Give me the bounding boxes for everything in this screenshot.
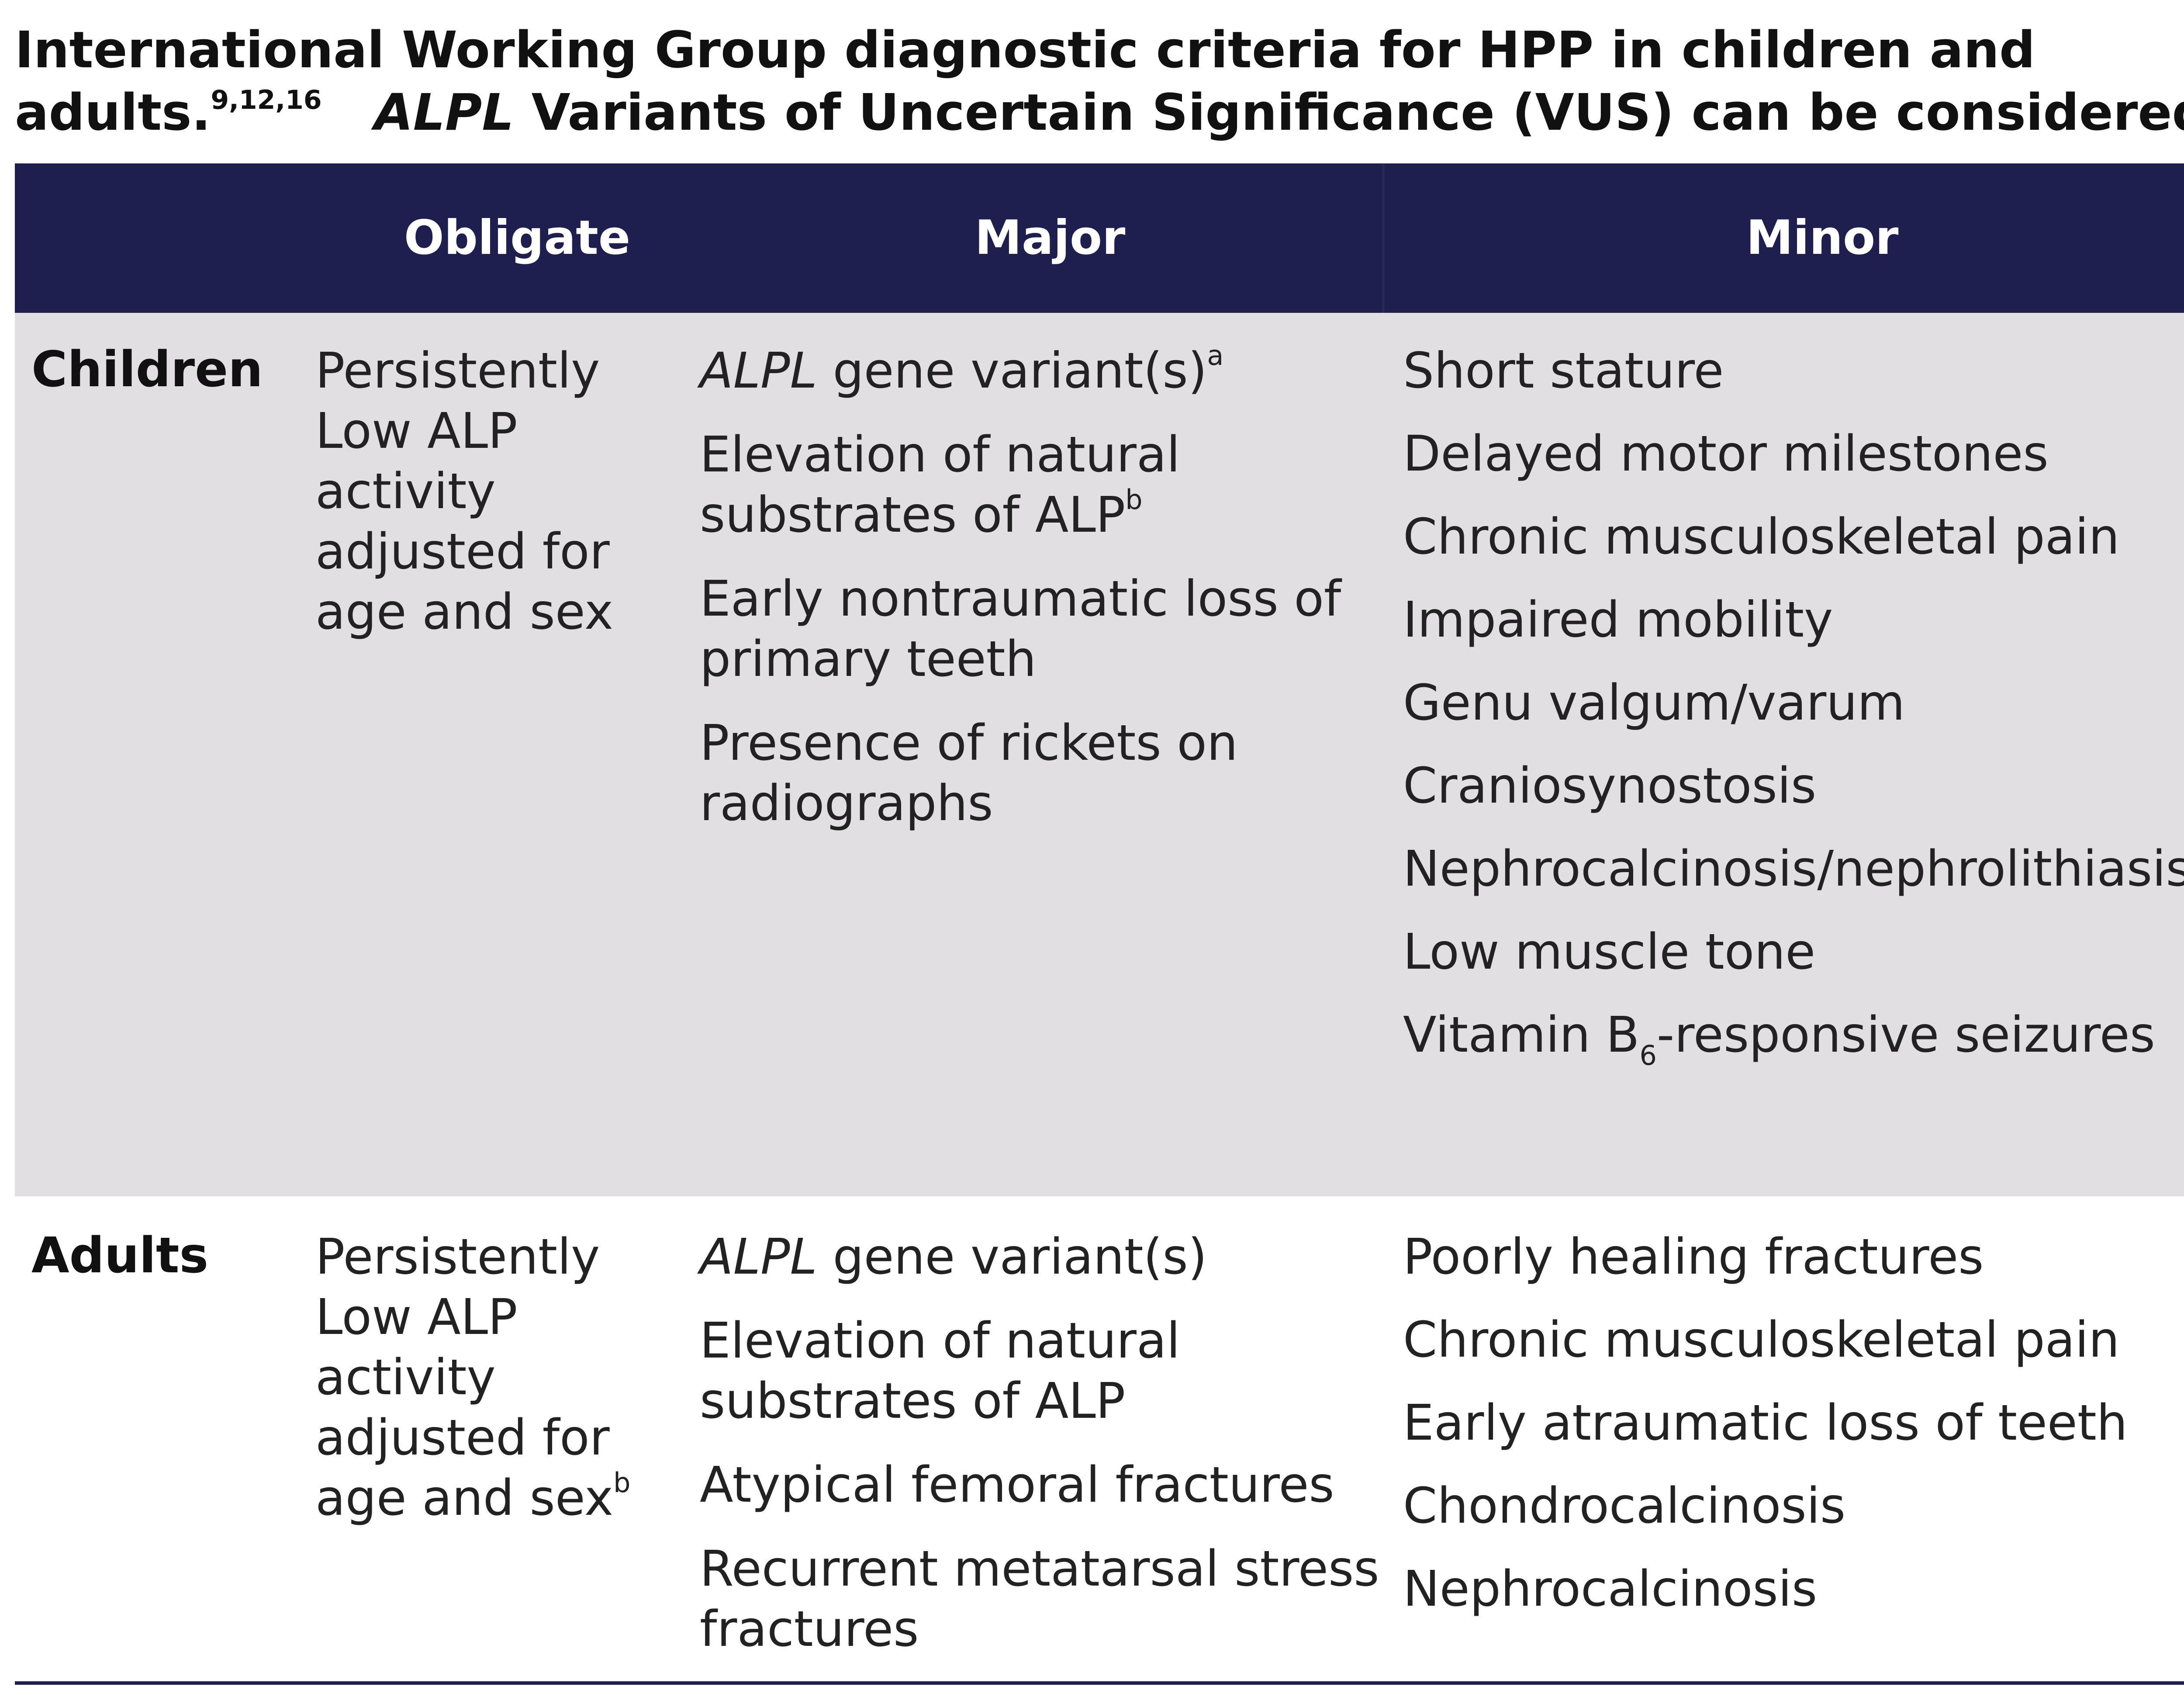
list-item: Elevation of natural substrates of ALP xyxy=(700,1313,1180,1430)
row-label-adults: Adults xyxy=(31,1227,209,1284)
adults-obligate-text: Persistently Low ALP activity adjusted f… xyxy=(315,1229,614,1527)
table-row-children: Children Persistently Low ALP activity a… xyxy=(15,313,2184,1196)
gene-variant-text: gene variant(s) xyxy=(817,1229,1207,1285)
list-item: Craniosynostosis xyxy=(1403,758,1817,814)
list-item: Chronic musculoskeletal pain xyxy=(1403,1312,2120,1368)
list-item: Chondrocalcinosis xyxy=(1403,1478,1846,1534)
list-item: Low muscle tone xyxy=(1403,924,1816,980)
list-item: Vitamin B6-responsive seizures xyxy=(1403,1005,2184,1069)
list-item: Early atraumatic loss of teeth xyxy=(1403,1395,2128,1451)
title-line-2: adults.9,12,16 ALPL Variants of Uncertai… xyxy=(15,82,2184,144)
vitamin-subscript: 6 xyxy=(1639,1039,1657,1071)
list-item: Short stature xyxy=(1403,343,1724,399)
table-row-adults: Adults Persistently Low ALP activity adj… xyxy=(15,1196,2184,1681)
gene-name: ALPL xyxy=(700,343,817,399)
list-item: Impaired mobility xyxy=(1403,592,1833,648)
children-major-criteria: ALPL gene variant(s)a Elevation of natur… xyxy=(700,341,1381,857)
criteria-table: Obligate Major Minor Children Persistent… xyxy=(15,163,2184,1694)
list-item: Early nontraumatic loss of primary teeth xyxy=(700,571,1341,688)
page-title: International Working Group diagnostic c… xyxy=(15,19,2184,144)
gene-name: ALPL xyxy=(700,1229,817,1285)
footnote-marker: b xyxy=(613,1467,631,1499)
adults-major-criteria: ALPL gene variant(s) Elevation of natura… xyxy=(700,1227,1381,1683)
list-item: Nephrocalcinosis/nephrolithiasis xyxy=(1403,841,2184,897)
column-header-obligate: Obligate xyxy=(404,211,631,265)
adults-minor-criteria: Poorly healing fractures Chronic musculo… xyxy=(1403,1227,2184,1642)
column-header-minor: Minor xyxy=(1746,211,1899,265)
substrates-text: Elevation of natural substrates of ALP xyxy=(700,426,1180,544)
list-item: Nephrocalcinosis xyxy=(1403,1561,1818,1617)
title-line-1: International Working Group diagnostic c… xyxy=(15,21,2035,80)
header-divider xyxy=(1382,163,1385,313)
title-references: 9,12,16 xyxy=(211,85,322,115)
title-vus-text: Variants of Uncertain Significance (VUS)… xyxy=(514,83,2184,142)
table-bottom-rule xyxy=(15,1681,2184,1685)
list-item: Atypical femoral fractures xyxy=(700,1457,1334,1514)
gene-variant-text: gene variant(s) xyxy=(817,343,1207,399)
list-item: ALPL gene variant(s)a xyxy=(700,341,1381,401)
children-minor-criteria: Short stature Delayed motor milestones C… xyxy=(1403,341,2184,1088)
footnote-marker: b xyxy=(1125,484,1143,516)
title-adults-text: adults. xyxy=(15,83,211,142)
adults-obligate-criteria: Persistently Low ALP activity adjusted f… xyxy=(315,1227,665,1528)
seizures-text: -responsive seizures xyxy=(1656,1007,2156,1063)
list-item: Presence of rickets on radiographs xyxy=(700,715,1238,832)
list-item: Recurrent metatarsal stress fractures xyxy=(700,1541,1379,1658)
list-item: ALPL gene variant(s) xyxy=(700,1227,1381,1287)
children-obligate-criteria: Persistently Low ALP activity adjusted f… xyxy=(315,343,614,641)
column-header-major: Major xyxy=(975,211,1126,265)
footnote-marker: a xyxy=(1207,339,1224,371)
vitamin-text: Vitamin B xyxy=(1403,1007,1640,1063)
list-item: Genu valgum/varum xyxy=(1403,675,1905,731)
list-item: Elevation of natural substrates of ALPb xyxy=(700,425,1381,545)
table-header-row: Obligate Major Minor xyxy=(15,163,2184,313)
list-item: Chronic musculoskeletal pain xyxy=(1403,509,2120,565)
title-gene-name: ALPL xyxy=(374,83,514,142)
list-item: Poorly healing fractures xyxy=(1403,1229,1984,1285)
list-item: Delayed motor milestones xyxy=(1403,426,2049,482)
row-label-children: Children xyxy=(31,341,263,398)
